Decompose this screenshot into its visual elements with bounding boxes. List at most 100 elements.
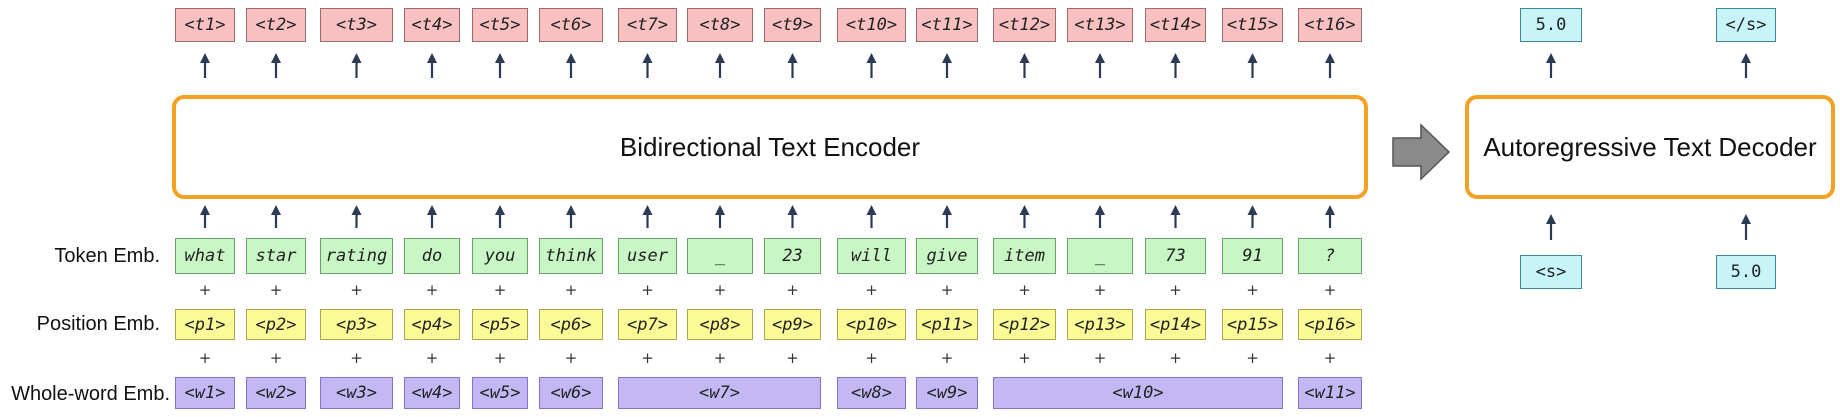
output-arrow-head [1095, 53, 1105, 63]
position-emb-cell: <p10> [837, 309, 906, 340]
plus-sign: + [198, 349, 212, 367]
input-arrow-head [200, 205, 210, 215]
position-emb-cell: <p2> [246, 309, 306, 340]
position-emb-cell: <p15> [1222, 309, 1283, 340]
label-position-emb: Position Emb. [36, 313, 160, 335]
plus-sign: + [269, 349, 283, 367]
output-arrow-head [1247, 53, 1258, 63]
label-whole-word-emb: Whole-word Emb. [11, 383, 170, 405]
whole-word-emb-cell: <w7> [618, 377, 821, 409]
output-arrow-head [566, 53, 576, 63]
decoder-title: Autoregressive Text Decoder [1483, 131, 1817, 162]
plus-sign: + [1093, 281, 1107, 299]
plus-sign: + [198, 281, 212, 299]
position-emb-cell: <p7> [618, 309, 677, 340]
token-emb-cell: _ [687, 238, 753, 274]
plus-sign: + [641, 349, 654, 367]
plus-sign: + [1323, 349, 1337, 367]
plus-sign: + [786, 349, 799, 367]
input-arrow-head [715, 205, 725, 215]
input-arrow-head [1247, 205, 1258, 215]
output-token: <t5> [472, 8, 528, 42]
output-token: <t16> [1298, 8, 1362, 42]
output-arrow-head [866, 53, 877, 63]
plus-sign: + [564, 349, 578, 367]
output-token: <t6> [539, 8, 603, 42]
position-emb-cell: <p13> [1067, 309, 1133, 340]
plus-sign: + [269, 281, 283, 299]
input-arrow-head [787, 205, 798, 215]
output-token: <t8> [687, 8, 753, 42]
position-emb-cell: <p8> [687, 309, 753, 340]
plus-sign: + [350, 281, 363, 299]
position-emb-cell: <p11> [916, 309, 978, 340]
whole-word-emb-cell: <w11> [1298, 377, 1362, 409]
token-emb-cell: give [916, 238, 978, 274]
plus-sign: + [865, 349, 878, 367]
output-token: <t13> [1067, 8, 1133, 42]
plus-sign: + [350, 349, 363, 367]
token-emb-cell: will [837, 238, 906, 274]
plus-sign: + [713, 281, 727, 299]
output-token: <t7> [618, 8, 677, 42]
output-arrow-head [787, 53, 798, 63]
output-token: <t10> [837, 8, 906, 42]
plus-sign: + [940, 349, 954, 367]
plus-sign: + [1323, 281, 1337, 299]
input-arrow-head [427, 205, 437, 215]
decoder-input-arrow-head [1741, 214, 1751, 224]
output-token: <t3> [320, 8, 393, 42]
token-emb-cell: 23 [764, 238, 821, 274]
position-emb-cell: <p14> [1145, 309, 1206, 340]
token-emb-cell: _ [1067, 238, 1133, 274]
whole-word-emb-cell: <w8> [837, 377, 906, 409]
whole-word-emb-cell: <w4> [404, 377, 460, 409]
output-token: <t11> [916, 8, 978, 42]
plus-sign: + [564, 281, 578, 299]
decoder-input-token: <s> [1520, 255, 1582, 289]
plus-sign: + [713, 349, 727, 367]
input-arrow-head [1325, 205, 1335, 215]
whole-word-emb-cell: <w9> [916, 377, 978, 409]
input-arrow-head [1170, 205, 1181, 215]
decoder-output-arrow-head [1741, 53, 1751, 63]
token-emb-cell: user [618, 238, 677, 274]
input-arrow-head [642, 205, 653, 215]
input-arrow-head [1019, 205, 1030, 215]
plus-sign: + [641, 281, 654, 299]
whole-word-emb-cell: <w2> [246, 377, 306, 409]
position-emb-cell: <p3> [320, 309, 393, 340]
input-arrow-head [866, 205, 877, 215]
output-arrow-head [351, 53, 362, 63]
position-emb-cell: <p1> [175, 309, 235, 340]
whole-word-emb-cell: <w5> [472, 377, 528, 409]
token-emb-cell: 91 [1222, 238, 1283, 274]
encoder-box: Bidirectional Text Encoder [172, 95, 1368, 199]
position-emb-cell: <p5> [472, 309, 528, 340]
input-arrow-head [566, 205, 576, 215]
whole-word-emb-cell: <w10> [993, 377, 1283, 409]
plus-sign: + [1018, 281, 1031, 299]
plus-sign: + [493, 281, 507, 299]
plus-sign: + [786, 281, 799, 299]
output-token: <t14> [1145, 8, 1206, 42]
output-token: <t1> [175, 8, 235, 42]
token-emb-cell: do [404, 238, 460, 274]
input-arrow-head [351, 205, 362, 215]
output-token: <t4> [404, 8, 460, 42]
input-arrow-head [495, 205, 505, 215]
plus-sign: + [1246, 349, 1259, 367]
encoder-title: Bidirectional Text Encoder [619, 131, 921, 162]
plus-sign: + [425, 281, 439, 299]
output-arrow-head [1170, 53, 1181, 63]
whole-word-emb-cell: <w6> [539, 377, 603, 409]
encoder-to-decoder-arrow [1392, 123, 1451, 181]
output-token: <t9> [764, 8, 821, 42]
output-arrow-head [271, 53, 281, 63]
token-emb-cell: you [472, 238, 528, 274]
decoder-output-arrow-head [1546, 53, 1556, 63]
plus-sign: + [1246, 281, 1259, 299]
output-arrow-head [642, 53, 653, 63]
